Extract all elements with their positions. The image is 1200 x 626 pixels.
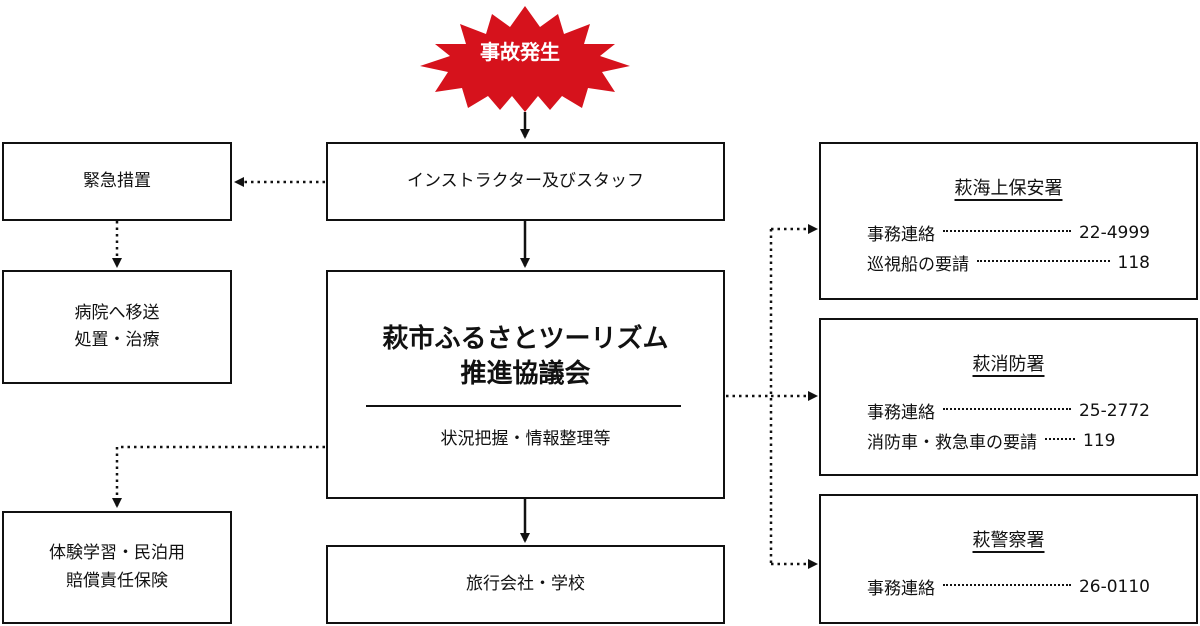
council-box: 萩市ふるさとツーリズム 推進協議会 状況把握・情報整理等 [326, 270, 725, 499]
contact-number: 26-0110 [1078, 576, 1150, 597]
contact-label: 事務連絡 [867, 225, 935, 245]
contact-label: 事務連絡 [867, 403, 935, 423]
hospital-line2: 処置・治療 [74, 330, 160, 350]
leader-dots [977, 259, 1110, 262]
coast-guard-title: 萩海上保安署 [954, 178, 1063, 199]
police-box: 萩警察署 事務連絡 26-0110 [819, 494, 1198, 624]
council-divider [366, 405, 681, 407]
fire-dept-box: 萩消防署 事務連絡 25-2772 消防車・救急車の要請 119 [819, 318, 1198, 476]
insurance-line1: 体験学習・民泊用 [49, 543, 185, 564]
hospital-box: 病院へ移送 処置・治療 [2, 270, 232, 384]
leader-dots [943, 229, 1071, 232]
contact-number: 25-2772 [1078, 400, 1150, 421]
arrow-council-to-insurance [112, 445, 325, 508]
emergency-box: 緊急措置 [2, 142, 232, 221]
coast-guard-row-1: 事務連絡 22-4999 [867, 220, 1150, 246]
council-title: 萩市ふるさとツーリズム 推進協議会 [328, 322, 723, 392]
police-title: 萩警察署 [972, 530, 1045, 551]
council-subtitle: 状況把握・情報整理等 [440, 429, 611, 449]
insurance-line2: 賠償責任保険 [66, 570, 168, 591]
staff-label: インストラクター及びスタッフ [407, 170, 644, 191]
fire-dept-title: 萩消防署 [972, 354, 1045, 375]
leader-dots [1045, 437, 1075, 440]
travel-box: 旅行会社・学校 [326, 545, 725, 624]
council-title-line1: 萩市ふるさとツーリズム [382, 324, 669, 354]
travel-label: 旅行会社・学校 [466, 573, 585, 594]
fire-row-2: 消防車・救急車の要請 119 [867, 428, 1150, 454]
police-row-1: 事務連絡 26-0110 [867, 574, 1150, 600]
council-title-line2: 推進協議会 [460, 359, 591, 390]
contact-number: 119 [1083, 430, 1116, 451]
leader-dots [943, 583, 1071, 586]
leader-dots [943, 407, 1071, 410]
contact-label: 事務連絡 [867, 579, 935, 599]
insurance-box: 体験学習・民泊用 賠償責任保険 [2, 511, 232, 624]
accident-label: 事故発生 [480, 40, 560, 64]
fire-row-1: 事務連絡 25-2772 [867, 398, 1150, 424]
hospital-line1: 病院へ移送 [74, 302, 160, 323]
emergency-label: 緊急措置 [83, 170, 151, 191]
staff-box: インストラクター及びスタッフ [326, 142, 725, 221]
accident-burst-shape [420, 6, 630, 112]
coast-guard-row-2: 巡視船の要請 118 [867, 250, 1150, 276]
coast-guard-box: 萩海上保安署 事務連絡 22-4999 巡視船の要請 118 [819, 142, 1198, 300]
contact-label: 消防車・救急車の要請 [867, 433, 1037, 453]
contact-number: 118 [1117, 252, 1150, 273]
contact-number: 22-4999 [1078, 222, 1150, 243]
contact-label: 巡視船の要請 [867, 255, 969, 275]
